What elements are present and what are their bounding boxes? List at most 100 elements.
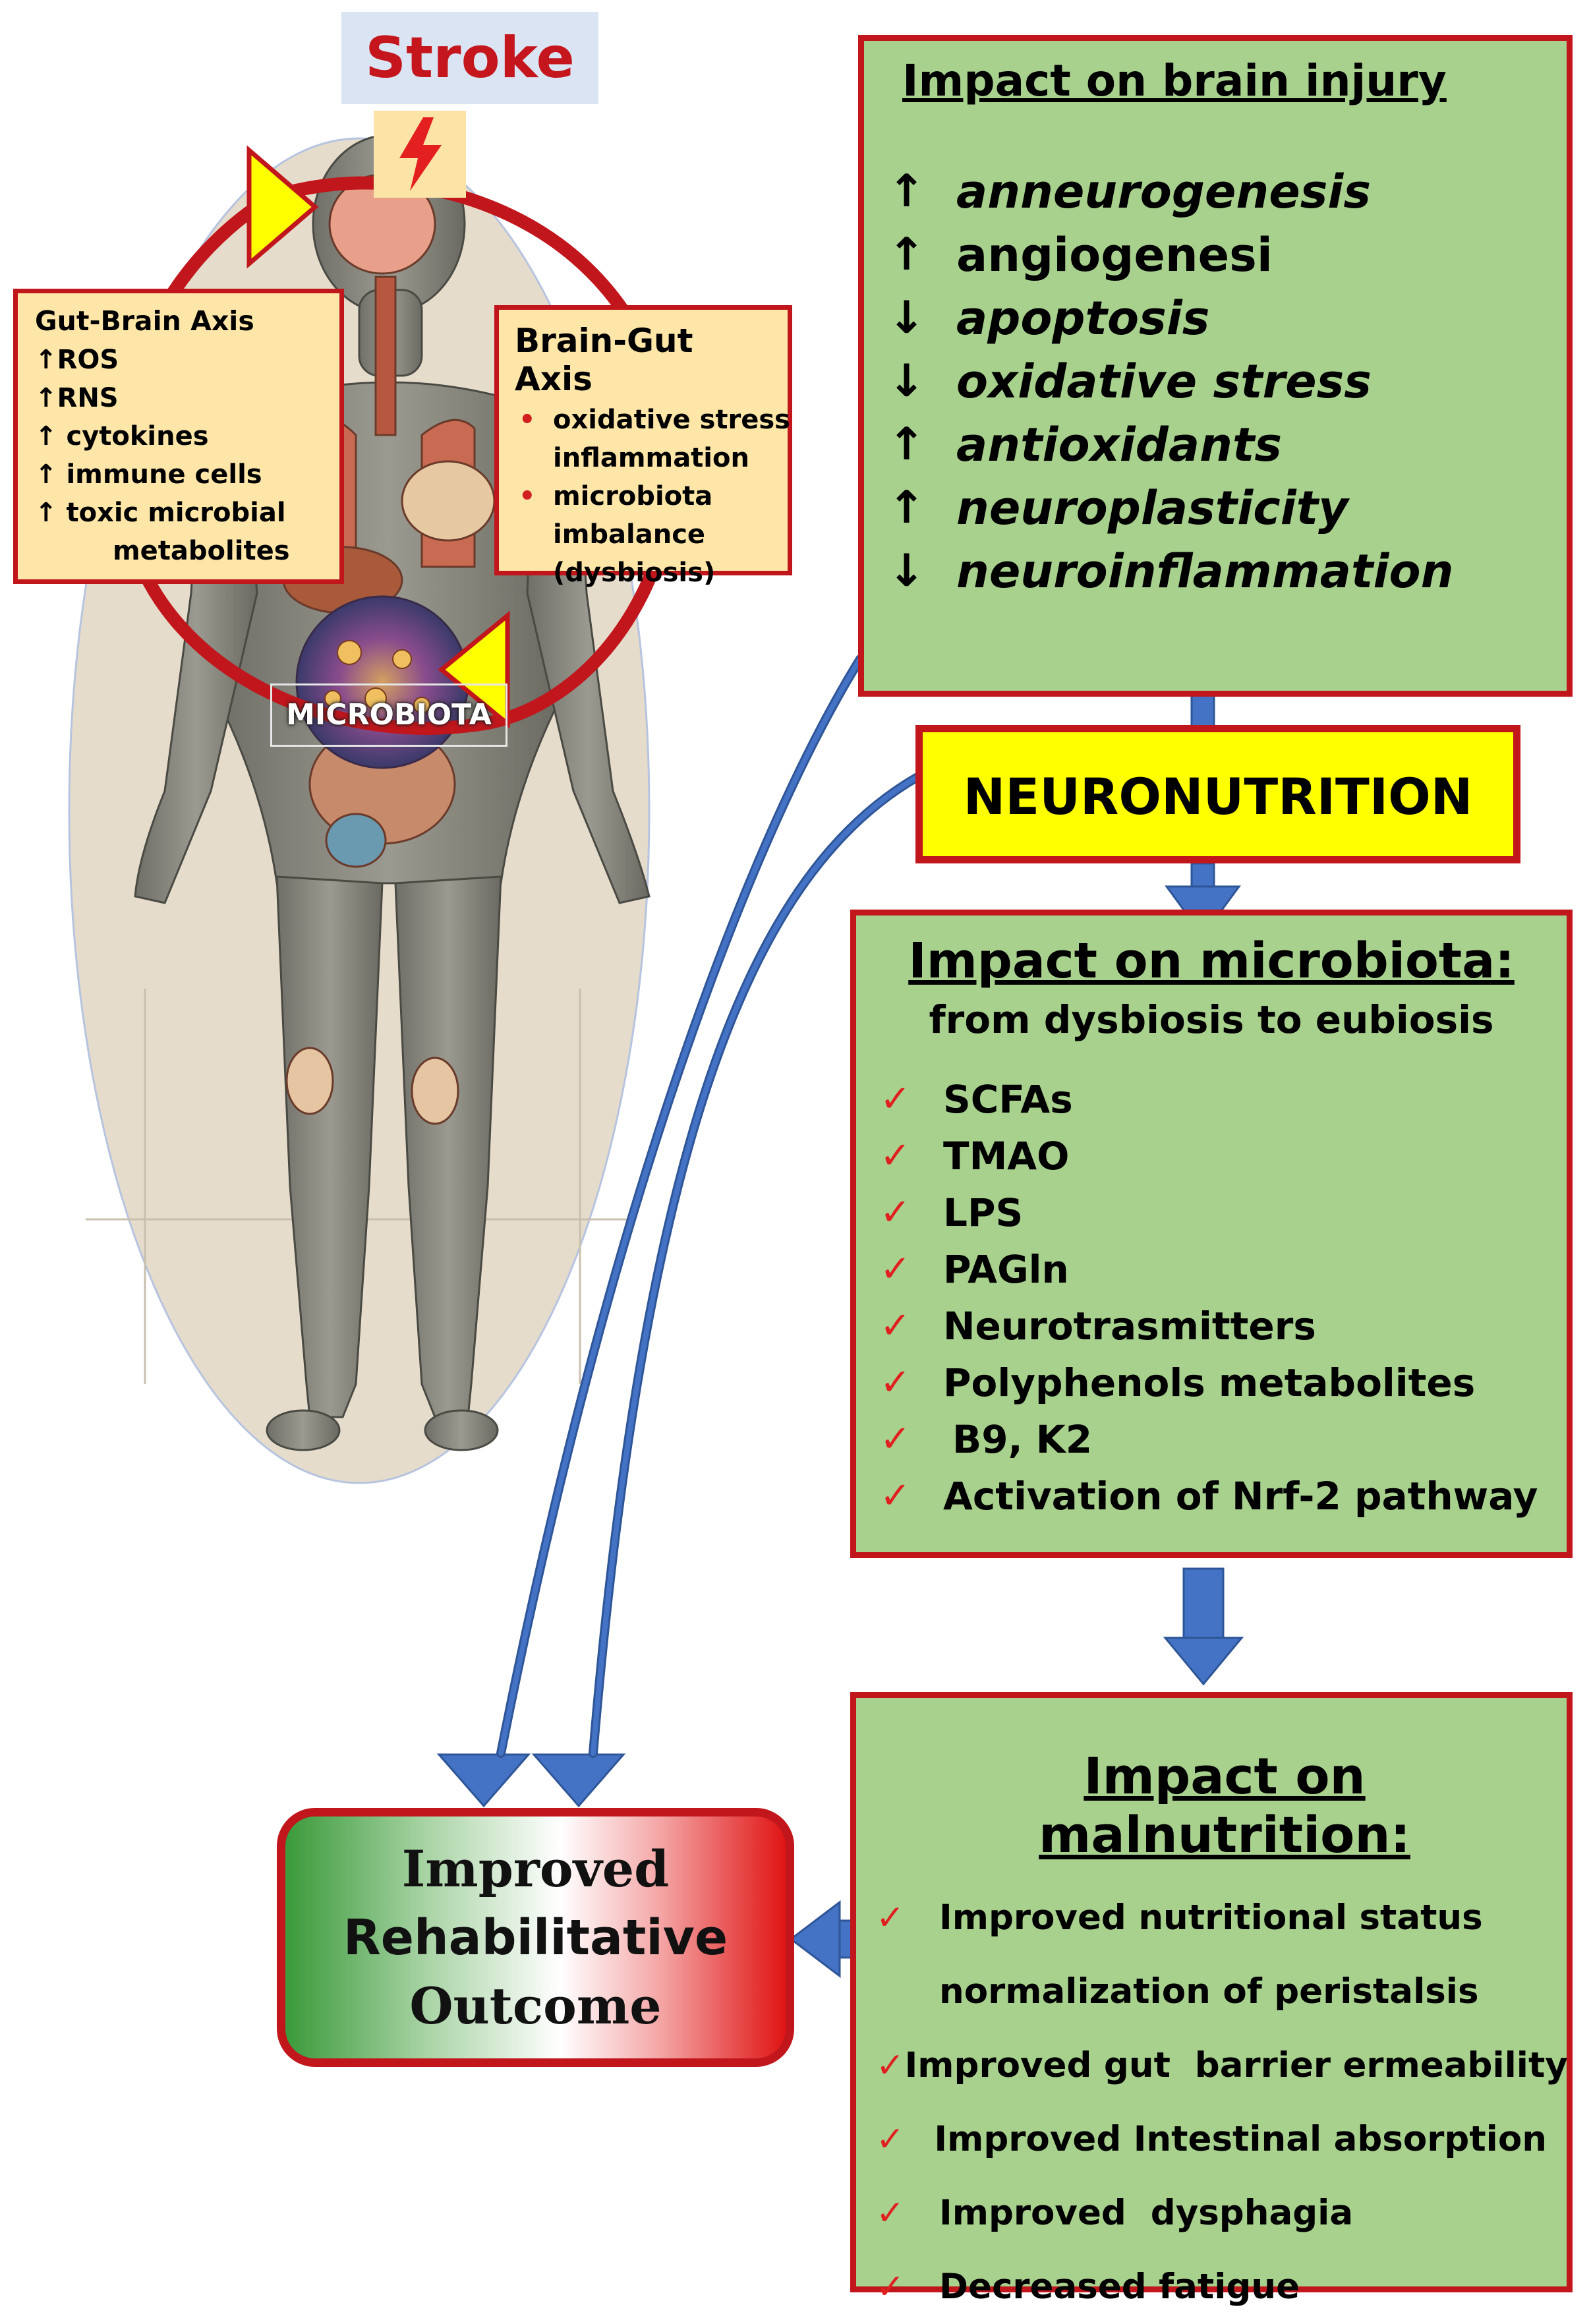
blue-curved-connectors-fill xyxy=(498,656,919,1756)
microbiota-impact-item: ✓ B9, K2 xyxy=(880,1411,1543,1468)
gut-brain-item: ↑ toxic microbial xyxy=(35,498,286,528)
outcome-line-2: Rehabilitative xyxy=(343,1909,728,1966)
microbiota-label: MICROBIOTA xyxy=(270,683,507,747)
brain-gut-item-text: oxidative stress xyxy=(553,405,790,435)
outcome-line-3: Outcome xyxy=(409,1976,662,2035)
microbiota-impact-item-text: PAGln xyxy=(943,1247,1069,1292)
malnutrition-item-text: Improved nutritional status xyxy=(939,1898,1483,1938)
microbiota-impact-item: ✓ LPS xyxy=(880,1184,1543,1241)
microbiota-impact-item: ✓ TMAO xyxy=(880,1128,1543,1184)
brain-injury-item: ↓ oxidative stress xyxy=(888,350,1543,413)
microbiota-impact-item: ✓ Neurotrasmitters xyxy=(880,1298,1543,1354)
checkmark-icon: ✓ xyxy=(880,1418,911,1461)
checkmark-icon: ✓ xyxy=(876,2120,905,2159)
brain-injury-title: Impact on brain injury xyxy=(902,55,1447,106)
cycle-arrowhead-top xyxy=(246,145,319,269)
checkmark-icon: ✓ xyxy=(876,2267,905,2307)
malnutrition-item-text: Improved dysphagia xyxy=(939,2193,1354,2233)
gut-brain-item: ↑RNS xyxy=(35,383,119,413)
checkmark-icon: ✓ xyxy=(880,1078,911,1120)
microbiota-impact-item-text: Activation of Nrf-2 pathway xyxy=(943,1474,1538,1519)
microbiota-impact-item-text: TMAO xyxy=(943,1134,1070,1178)
down-arrow-icon: ↓ xyxy=(888,545,925,597)
microbiota-impact-item: ✓ SCFAs xyxy=(880,1071,1543,1128)
checkmark-spacer xyxy=(876,1955,939,2029)
gut-brain-axis-box: Gut-Brain Axis ↑ROS ↑RNS ↑ cytokines ↑ i… xyxy=(13,289,344,584)
brain-injury-item: ↓ apoptosis xyxy=(888,287,1543,350)
brain-gut-item: (dysbiosis) xyxy=(553,558,716,588)
brain-gut-item: inflammation xyxy=(553,443,749,473)
malnutrition-item-text: Improved Intestinal absorption xyxy=(934,2119,1547,2159)
malnutrition-item: ✓ Improved dysphagia xyxy=(876,2176,1547,2250)
checkmark-icon: ✓ xyxy=(876,2193,905,2233)
brain-gut-item-text: microbiota xyxy=(553,481,713,511)
brain-injury-item-text: apoptosis xyxy=(956,291,1210,345)
brain-injury-item: ↑ antioxidants xyxy=(888,413,1543,477)
brain-injury-item-text: neuroplasticity xyxy=(956,481,1348,535)
checkmark-icon: ✓ xyxy=(880,1304,911,1347)
checkmark-icon: ✓ xyxy=(880,1361,911,1404)
improved-outcome-box: Improved Rehabilitative Outcome xyxy=(277,1808,794,2067)
neuronutrition-box: NEURONUTRITION xyxy=(915,725,1520,863)
malnutrition-item-text: Improved gut barrier ermeability xyxy=(904,2045,1568,2085)
lightning-bolt-icon xyxy=(374,111,466,198)
brain-injury-panel: Impact on brain injury ↑ anneurogenesis ↑… xyxy=(858,35,1573,697)
up-arrow-icon: ↑ xyxy=(888,419,925,471)
brain-injury-item-text: angiogenesi xyxy=(956,228,1273,282)
brain-injury-item-text: oxidative stress xyxy=(956,355,1372,409)
malnutrition-item: ✓ Decreased fatigue xyxy=(876,2250,1547,2324)
malnutrition-item: ✓ Improved Intestinal absorption xyxy=(876,2103,1547,2176)
microbiota-impact-item: ✓ Polyphenols metabolites xyxy=(880,1354,1543,1411)
microbiota-impact-item-text: SCFAs xyxy=(943,1077,1073,1122)
lightning-bolt-glyph xyxy=(399,117,442,191)
up-arrow-icon: ↑ xyxy=(888,482,925,534)
brain-injury-item: ↑ neuroplasticity xyxy=(888,477,1543,540)
cycle-arrowhead-bottom xyxy=(438,610,510,729)
gut-brain-item: metabolites xyxy=(113,536,290,566)
checkmark-icon: ✓ xyxy=(876,2046,905,2085)
brain-injury-item-text: anneurogenesis xyxy=(956,165,1372,219)
microbiota-impact-item-text: LPS xyxy=(943,1190,1024,1235)
microbiota-impact-item-text: Neurotrasmitters xyxy=(943,1304,1316,1349)
brain-gut-axis-box: Brain-Gut Axis • oxidative stress inflamm… xyxy=(494,305,792,588)
microbiota-dots xyxy=(324,640,430,714)
microbiota-impact-item: ✓ Activation of Nrf-2 pathway xyxy=(880,1468,1543,1525)
gut-brain-item: ↑ immune cells xyxy=(35,459,262,490)
checkmark-icon: ✓ xyxy=(880,1134,911,1177)
microbiota-impact-item: ✓ PAGln xyxy=(880,1241,1543,1298)
up-arrow-icon: ↑ xyxy=(888,165,925,218)
checkmark-icon: ✓ xyxy=(880,1191,911,1234)
malnutrition-item-text: normalization of peristalsis xyxy=(939,1971,1479,2012)
malnutrition-item: ✓ Improved nutritional status xyxy=(876,1881,1547,1955)
microbiota-impact-subtitle: from dysbiosis to eubiosis xyxy=(929,997,1494,1042)
brain-injury-item: ↑ angiogenesi xyxy=(888,223,1543,287)
checkmark-icon: ✓ xyxy=(876,1898,905,1938)
microbiota-impact-item-text: B9, K2 xyxy=(952,1417,1093,1462)
brain-injury-item-text: antioxidants xyxy=(956,418,1283,472)
microbiota-impact-panel: Impact on microbiota: from dysbiosis to … xyxy=(850,910,1573,1558)
checkmark-icon: ✓ xyxy=(880,1248,911,1291)
malnutrition-item: normalization of peristalsis xyxy=(876,1955,1547,2029)
stroke-title: Stroke xyxy=(341,12,598,104)
brain-injury-item: ↓ neuroinflammation xyxy=(888,540,1543,603)
malnutrition-title: Impact on malnutrition: xyxy=(1039,1747,1410,1864)
malnutrition-item: ✓Improved gut barrier ermeability xyxy=(876,2029,1568,2103)
bullet-icon: • xyxy=(519,405,536,435)
brain-injury-item-text: neuroinflammation xyxy=(956,544,1454,598)
brain-gut-item: • microbiota xyxy=(515,477,772,515)
brain-gut-axis-title: Brain-Gut Axis xyxy=(515,322,693,398)
brain-gut-item: imbalance xyxy=(553,519,706,550)
down-arrow-icon: ↓ xyxy=(888,292,925,344)
down-arrow-icon: ↓ xyxy=(888,355,925,407)
microbiota-impact-title: Impact on microbiota: xyxy=(908,933,1515,989)
outcome-line-1: Improved xyxy=(401,1839,670,1898)
gut-brain-item: ↑ cytokines xyxy=(35,421,209,451)
checkmark-icon: ✓ xyxy=(880,1474,911,1517)
up-arrow-icon: ↑ xyxy=(888,229,925,281)
brain-gut-item: • oxidative stress xyxy=(515,401,790,439)
bullet-icon: • xyxy=(519,481,536,511)
brain-injury-item: ↑ anneurogenesis xyxy=(888,160,1543,223)
malnutrition-item-text: Decreased fatigue xyxy=(939,2267,1300,2307)
microbiota-impact-item-text: Polyphenols metabolites xyxy=(943,1360,1476,1405)
gut-brain-axis-title: Gut-Brain Axis xyxy=(35,305,254,337)
